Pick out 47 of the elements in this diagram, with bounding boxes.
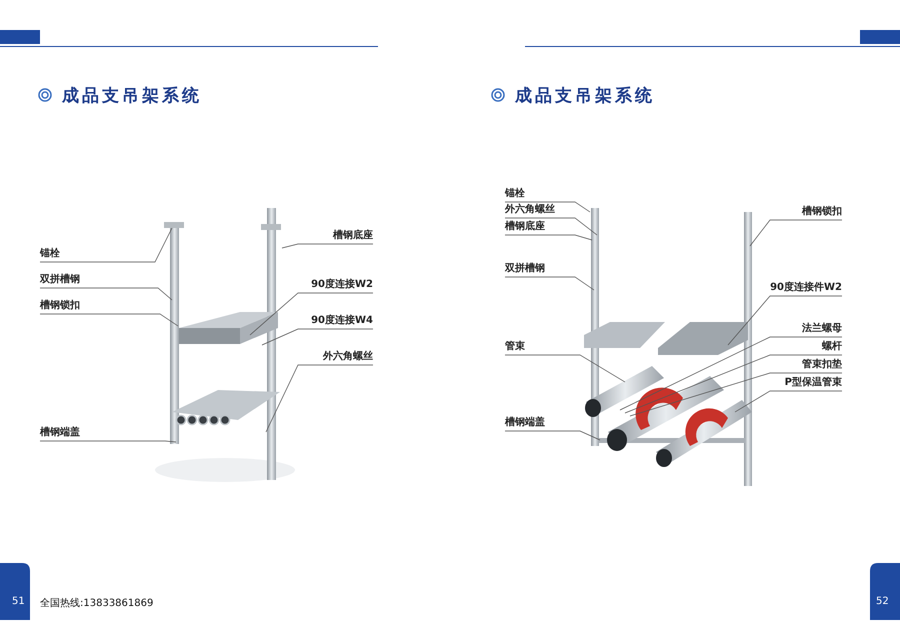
part-label: 法兰螺母: [770, 322, 842, 337]
leader-line: [282, 244, 374, 248]
leader-line: [504, 218, 598, 236]
part-label: P型保温管束: [770, 376, 842, 391]
leader-line: [504, 276, 594, 290]
part-label: 双拼槽钢: [505, 262, 575, 277]
leader-line: [728, 296, 842, 346]
part-label: 管束: [505, 340, 580, 355]
hotline-text: 全国热线:13833861869: [40, 596, 154, 610]
part-label: 管束扣垫: [770, 358, 842, 373]
part-label: 槽钢底座: [298, 229, 373, 244]
leader-line: [40, 228, 172, 262]
picture: [584, 208, 752, 486]
part-label: 槽钢锁扣: [770, 205, 842, 220]
leader-line: [504, 430, 600, 440]
picture: [155, 208, 295, 482]
part-label: 槽钢端盖: [40, 426, 165, 441]
part-label: 螺杆: [770, 340, 842, 355]
leader-line: [504, 234, 592, 240]
leader-line: [750, 220, 842, 246]
section-title: 成品支吊架系统: [515, 85, 655, 107]
part-label: 90度连接W4: [298, 314, 373, 329]
part-label: 槽钢端盖: [505, 416, 580, 431]
part-label: 外六角螺丝: [505, 203, 575, 218]
part-label: 槽钢锁扣: [40, 299, 160, 314]
section-title: 成品支吊架系统: [62, 85, 202, 107]
leader-line: [630, 372, 842, 416]
part-label: 锚栓: [40, 247, 155, 262]
leader-line: [734, 390, 842, 412]
leader-line: [40, 288, 172, 300]
leader-line: [40, 314, 178, 326]
part-label: 双拼槽钢: [40, 273, 158, 288]
page-number: 52: [876, 596, 889, 607]
part-label: 锚栓: [505, 187, 575, 202]
part-label: 90度连接件W2: [770, 281, 842, 296]
leader-line: [40, 440, 176, 442]
leader-line: [250, 292, 374, 336]
leader-line: [266, 364, 374, 432]
part-label: 槽钢底座: [505, 220, 575, 235]
part-label: 90度连接W2: [298, 278, 373, 293]
part-label: 外六角螺丝: [298, 350, 373, 365]
leader-line: [262, 328, 374, 346]
leader-line: [504, 202, 590, 212]
page-number: 51: [12, 596, 25, 607]
leader-line: [504, 354, 626, 382]
leader-line: [624, 354, 842, 414]
leader-line: [620, 336, 842, 410]
